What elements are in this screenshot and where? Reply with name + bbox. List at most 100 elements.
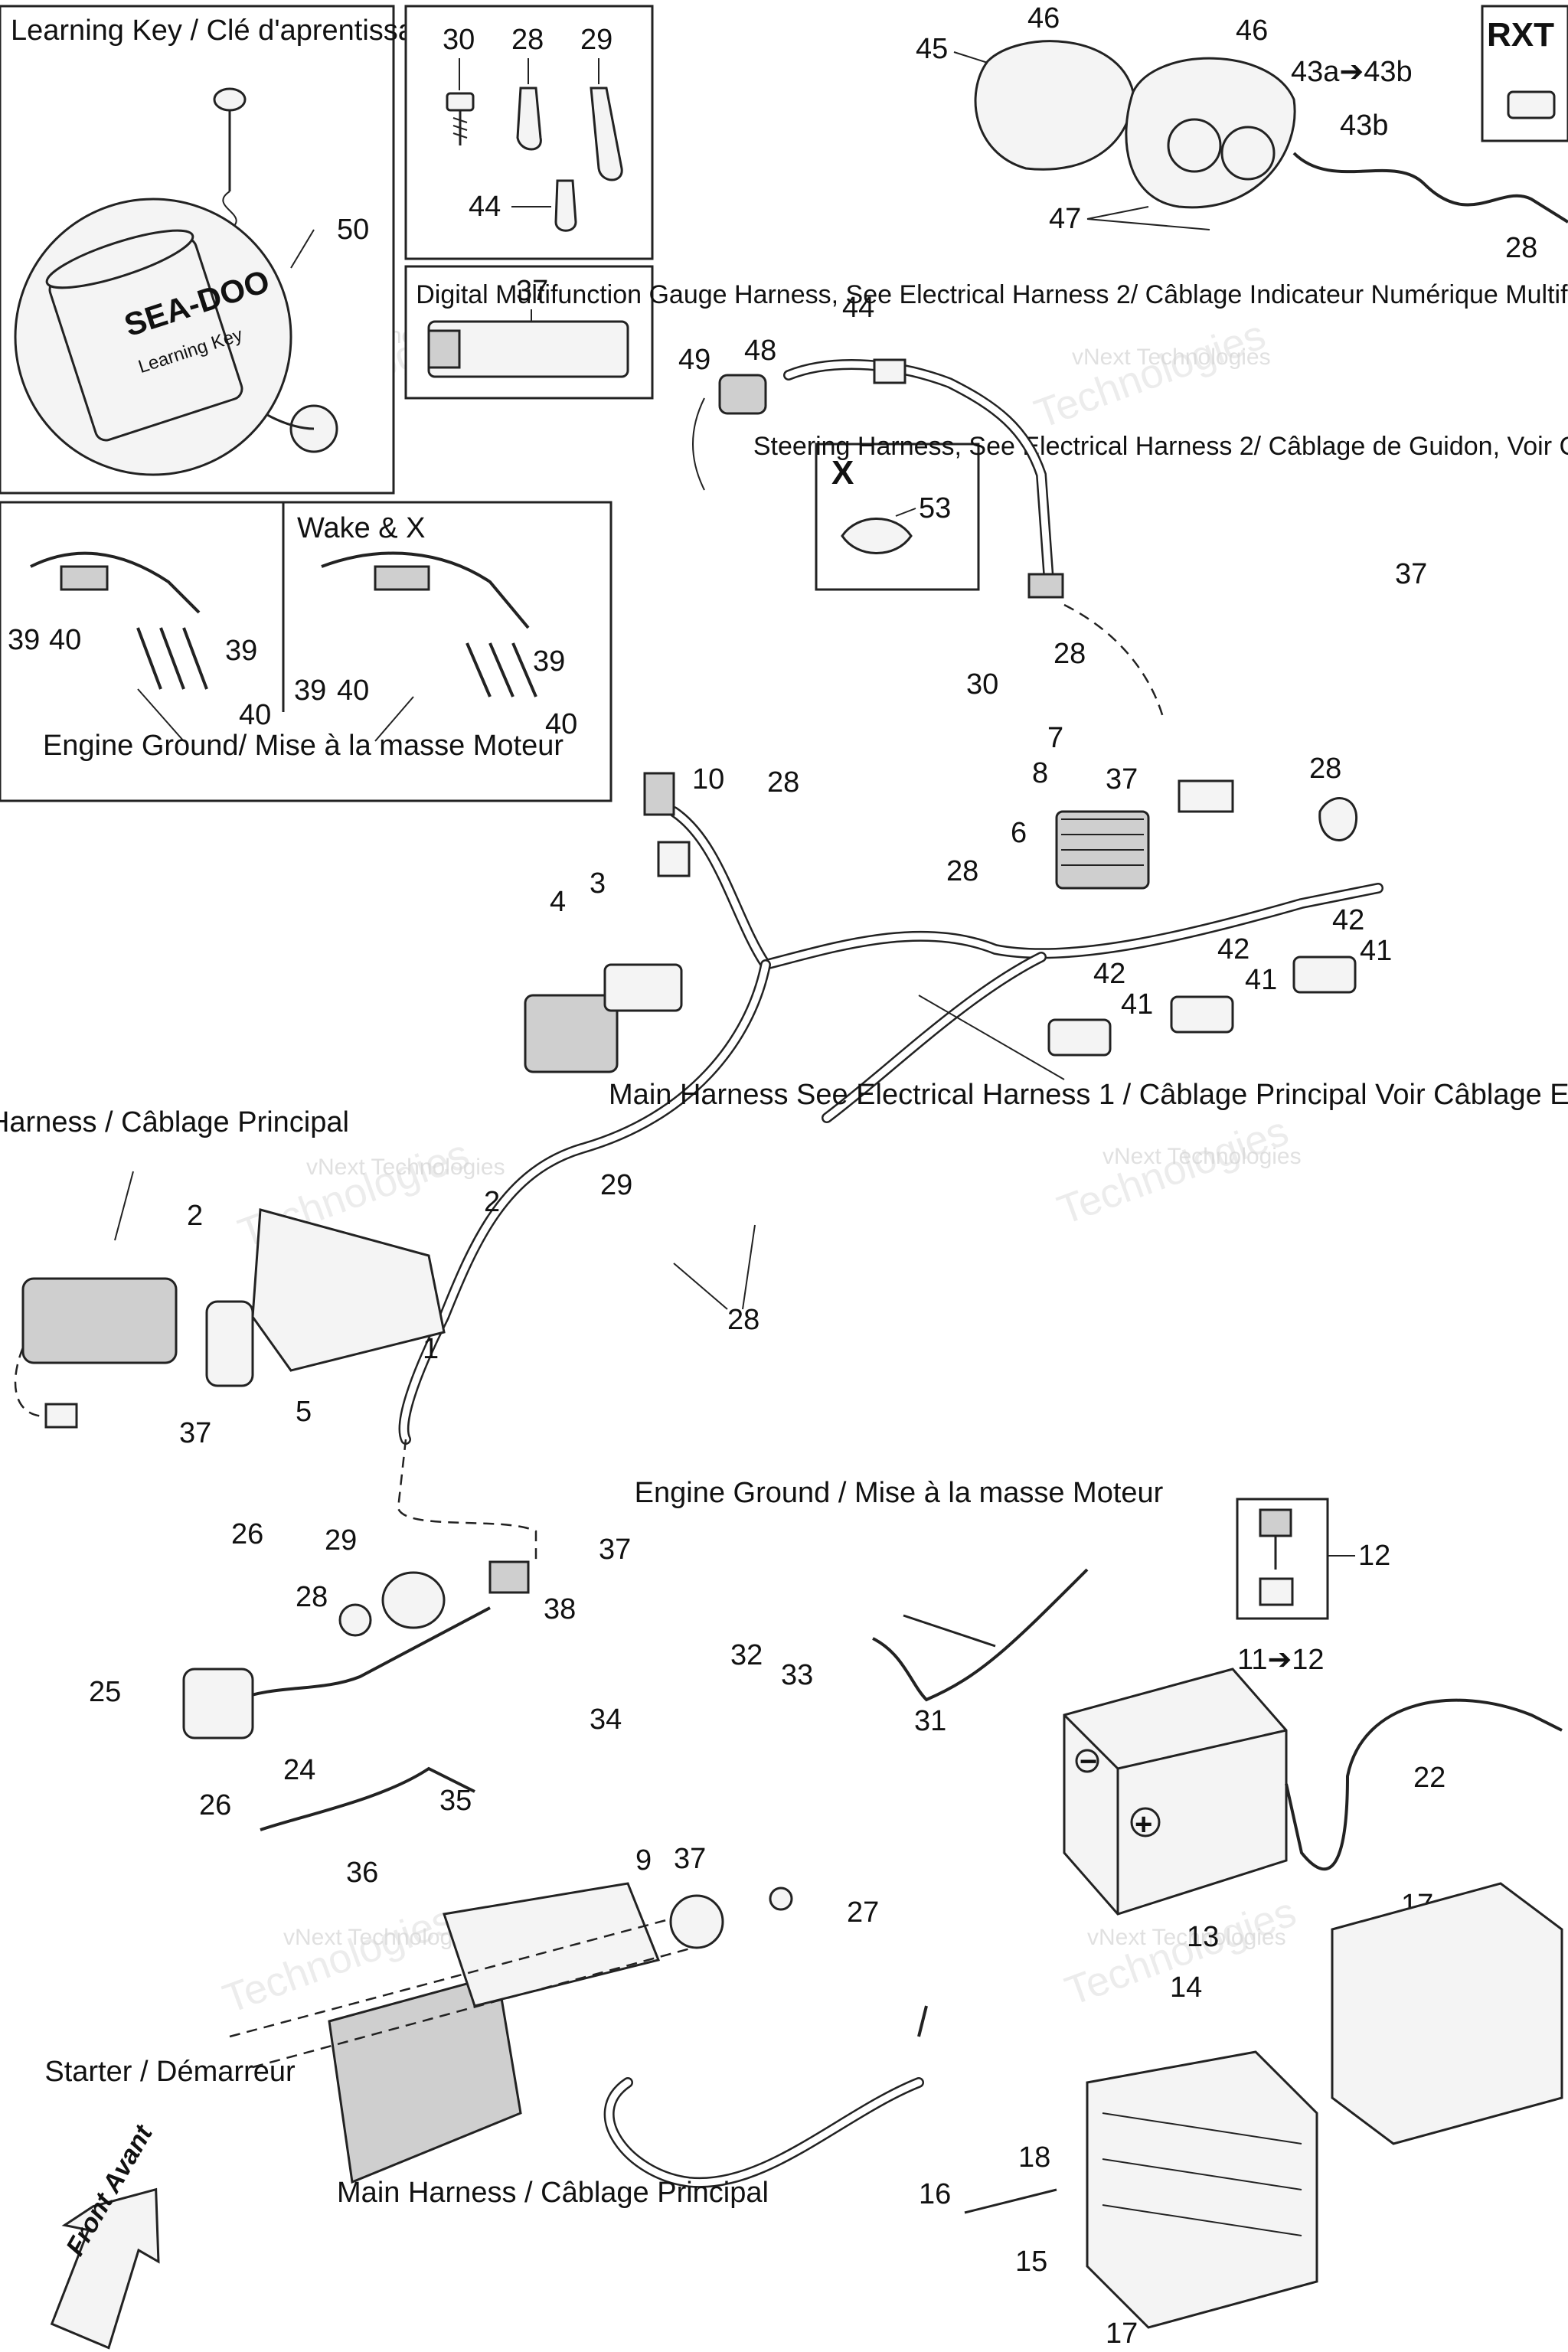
battery-terminal-neg — [1075, 1749, 1099, 1773]
callout-42-a: 42 — [1093, 958, 1125, 990]
battery-terminal-pos — [1130, 1807, 1161, 1838]
relay-box — [603, 963, 683, 1012]
callout-41-a: 41 — [1121, 988, 1153, 1021]
switch-5 — [205, 1300, 254, 1387]
main-harness-bottom-label: Main Harness / Câblage Principal — [337, 2177, 769, 2209]
battery-cable-22 — [1285, 1698, 1563, 1871]
post-24 — [182, 1668, 254, 1740]
clips-box: 30 28 29 44 — [404, 5, 654, 260]
main-harness-trunk-top-inner — [670, 808, 1382, 969]
screw-head — [446, 92, 475, 112]
rxt-box: RXT — [1481, 5, 1568, 142]
clip-44 — [554, 179, 577, 232]
left-harness-group: Main Harness / Câblage Principal 2 2 1 5… — [0, 1106, 537, 1562]
callout-16: 16 — [919, 2178, 951, 2210]
callout-44-steering: 44 — [842, 292, 874, 324]
front-arrow: Front Avant — [50, 2119, 160, 2350]
engine-ground-mid-label-text: Engine Ground / Mise à la masse Moteur — [635, 1477, 1164, 1509]
callout-46a: 46 — [1027, 2, 1060, 34]
callout-1: 1 — [423, 1333, 439, 1365]
engine-ground-label-text: Engine Ground/ Mise à la masse Moteur — [43, 730, 564, 762]
callout-3: 3 — [590, 867, 606, 900]
connector-harness — [657, 841, 691, 877]
digital-gauge-label: Digital Multifunction Gauge Harness, See… — [416, 280, 1568, 309]
callout-37-mid: 37 — [599, 1534, 631, 1566]
tie-28-mid — [338, 1603, 372, 1637]
callout-39-left-a: 39 — [8, 624, 40, 656]
callout-40-right-a: 40 — [337, 675, 369, 707]
callout-28-mid-left: 28 — [296, 1581, 328, 1613]
callout-50: 50 — [337, 214, 369, 246]
starter-guide-lines — [229, 1913, 705, 2069]
watermark: Technologies — [1052, 1108, 1295, 1233]
learning-key-top — [45, 229, 194, 289]
callout-37-starter: 37 — [674, 1843, 706, 1875]
fuse-box — [524, 994, 619, 1073]
engine-ground-cable: Engine Ground / Mise à la masse Moteur 3… — [635, 1477, 1164, 1737]
engine-ground-label: Engine Ground/ Mise à la masse Moteur — [43, 730, 564, 762]
callout-47: 47 — [1049, 203, 1081, 235]
callout-9: 9 — [635, 1844, 652, 1877]
callout-30-mid: 30 — [966, 668, 998, 701]
battery: − + 11➔12 22 13 14 17 15 — [1063, 1644, 1563, 2004]
callout-35: 35 — [439, 1785, 472, 1817]
tie-29 — [590, 87, 623, 181]
steering-harness-inner — [785, 361, 1053, 586]
starter-label: Starter / Démarreur — [44, 2056, 296, 2088]
key-clip — [213, 87, 247, 112]
main-harness-right-label-text: Main Harness See Electrical Harness 1 / … — [609, 1079, 1568, 1111]
gauge-dial-left — [1167, 118, 1222, 173]
fuse-box-connector — [44, 1403, 78, 1429]
callout-28: 28 — [511, 24, 544, 56]
main-harness-left-label: Main Harness / Câblage Principal — [0, 1106, 349, 1138]
starter-cable-inner — [606, 2079, 923, 2187]
watermark: Technologies — [1029, 312, 1272, 437]
screw-30 — [446, 92, 475, 145]
callout-10: 10 — [692, 763, 724, 795]
leader-45 — [953, 51, 988, 64]
bolt-16 — [964, 2188, 1057, 2214]
ground-leads-left — [136, 627, 208, 690]
fuse-box-left — [21, 1277, 178, 1364]
callout-2-a: 2 — [187, 1200, 203, 1232]
x-frame — [815, 443, 980, 591]
callout-45: 45 — [916, 33, 948, 65]
regulator-fins — [1061, 818, 1144, 866]
main-harness-left-label-text: Main Harness / Câblage Principal — [0, 1106, 349, 1138]
battery-minus: − — [1080, 1745, 1097, 1779]
lanyard-post-49 — [718, 374, 767, 415]
kit-nut — [1259, 1577, 1294, 1606]
main-harness-right-label: Main Harness See Electrical Harness 1 / … — [609, 1079, 1568, 1111]
callout-41-b: 41 — [1245, 964, 1277, 996]
grease-tube-cap — [427, 329, 461, 369]
tray-bolt-leader — [917, 2005, 928, 2037]
starter-body — [328, 1974, 522, 2184]
callout-37-left: 37 — [179, 1417, 211, 1449]
bezel-53 — [841, 518, 913, 554]
callout-2-b: 2 — [484, 1186, 500, 1218]
x-box: X 53 — [815, 443, 980, 591]
regulator-group: 30 28 7 8 37 6 28 — [966, 638, 1358, 890]
tray-upper — [1331, 1882, 1563, 2145]
conn-48 — [873, 358, 906, 384]
callout-28-right: 28 — [1309, 753, 1341, 785]
tray-lower — [1086, 2050, 1318, 2329]
clip-leaders — [459, 58, 599, 90]
callout-30: 30 — [443, 24, 475, 56]
main-harness: 10 28 28 3 4 29 28 — [398, 763, 1383, 1445]
ground-block-right — [374, 565, 430, 591]
watermark: vNext Technologies — [1072, 345, 1271, 370]
gauge-cluster: 45 46 46 43a➔43b 43b 47 — [916, 2, 1568, 235]
callout-42-b: 42 — [1217, 933, 1250, 965]
clip-41-a — [1047, 1018, 1112, 1057]
callout-44: 44 — [469, 191, 501, 223]
tie-28 — [516, 87, 542, 151]
leader-50 — [290, 229, 315, 269]
callout-28-bottom: 28 — [727, 1304, 760, 1336]
callout-18: 18 — [1018, 2141, 1050, 2174]
connector-10 — [643, 772, 675, 816]
learning-key-title-text: Learning Key / Clé d'aprentissage — [11, 15, 446, 47]
callout-48: 48 — [744, 335, 776, 367]
callout-39-right-b: 39 — [533, 645, 565, 678]
callout-26-a: 26 — [231, 1518, 263, 1550]
